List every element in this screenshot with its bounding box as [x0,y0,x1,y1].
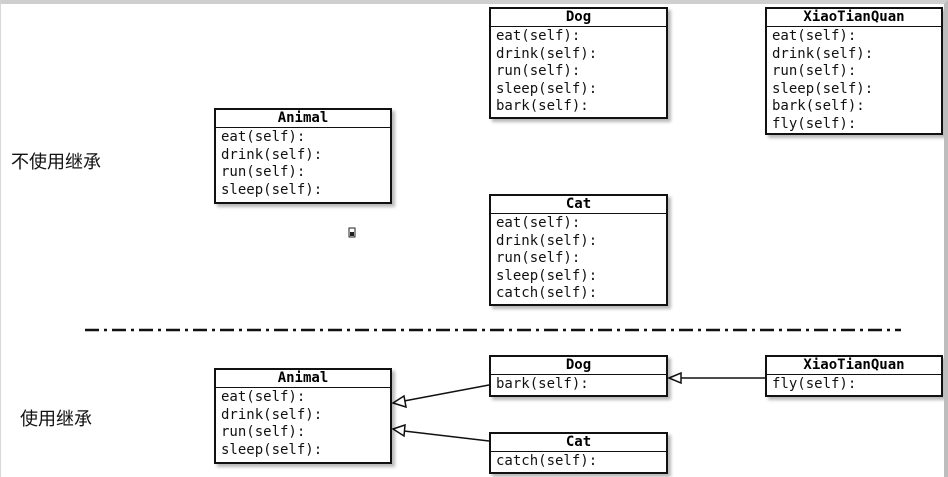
class-animal-bottom: Animal eat(self): drink(self): run(self)… [214,368,392,464]
method-drink: drink(self): [221,146,323,163]
method-catch: catch(self): [496,285,598,302]
class-name: Dog [491,357,666,375]
method-catch: catch(self): [496,453,598,469]
method-bark: bark(self): [496,98,589,115]
connectors-layer [85,227,901,442]
method-run: run(self): [221,164,306,181]
method-run: run(self): [496,63,581,80]
method-drink: drink(self): [772,45,874,62]
arrow-dog-to-animal [403,384,490,402]
arrow-head-xtq-dog [667,371,682,385]
class-name: Animal [216,370,390,388]
method-run: run(self): [496,250,581,267]
class-name: XiaoTianQuan [767,9,941,27]
method-eat: eat(self): [221,389,306,405]
method-run: run(self): [772,63,857,80]
class-dog-top: Dog eat(self): drink(self): run(self): s… [489,7,668,119]
method-drink: drink(self): [221,406,323,423]
method-fly: fly(self): [772,376,857,392]
method-sleep: sleep(self): [221,441,323,458]
class-dog-bottom: Dog bark(self): [489,355,668,397]
method-bark: bark(self): [772,98,865,115]
method-drink: drink(self): [496,232,598,249]
method-sleep: sleep(self): [221,181,323,198]
method-sleep: sleep(self): [496,80,598,97]
class-xiaotianquan-top: XiaoTianQuan eat(self): drink(self): run… [765,7,943,135]
method-sleep: sleep(self): [496,267,598,284]
class-name: Cat [491,434,666,452]
arrow-head-cat-animal [391,423,406,438]
class-animal-top: Animal eat(self): drink(self): run(self)… [214,108,392,204]
method-bark: bark(self): [496,376,589,392]
class-name: Cat [491,196,666,214]
class-name: Animal [216,110,390,128]
method-eat: eat(self): [221,129,306,145]
class-cat-bottom: Cat catch(self): [489,432,668,474]
class-name: XiaoTianQuan [767,357,941,375]
class-name: Dog [491,9,666,27]
arrow-head-dog-animal [391,394,407,409]
class-xiaotianquan-bottom: XiaoTianQuan fly(self): [765,355,943,397]
method-eat: eat(self): [772,28,857,44]
label-inheritance: 使用继承 [20,409,92,430]
arrow-cat-to-animal [403,430,490,442]
method-eat: eat(self): [496,215,581,231]
cursor-icon [348,227,356,238]
class-cat-top: Cat eat(self): drink(self): run(self): s… [489,194,668,306]
method-sleep: sleep(self): [772,80,874,97]
method-run: run(self): [221,424,306,441]
method-eat: eat(self): [496,28,581,44]
method-drink: drink(self): [496,45,598,62]
label-no-inheritance: 不使用继承 [11,152,101,173]
method-fly: fly(self): [772,115,857,132]
